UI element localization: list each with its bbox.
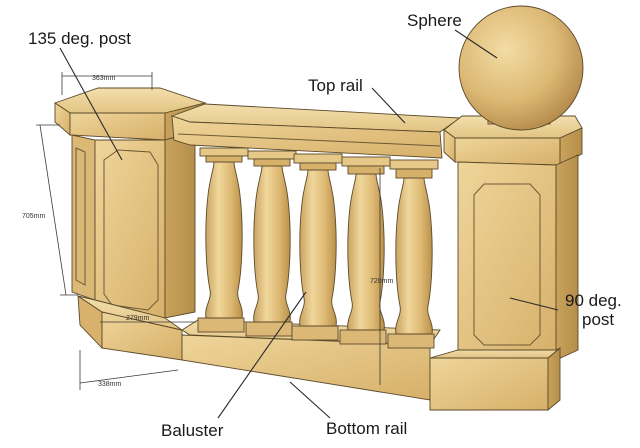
post-90-base-top [429,347,561,359]
post-90-cap-face [454,137,561,166]
baluster [245,150,297,337]
post-135-panel [103,149,159,311]
post-90-shaft-front [457,161,557,361]
label-top-rail: Top rail [308,76,363,95]
baluster [339,156,391,345]
post-135-shaft-left [71,134,96,301]
leader-top-rail [371,87,406,124]
baluster [387,159,439,349]
dimensions: 363mm 705mm 279mm 338mm 720mm [22,72,394,390]
post-90-base-side [547,347,561,411]
label-post-135: 135 deg. post [28,29,131,48]
post-90-panel [473,183,541,346]
top-rail [170,103,462,159]
post-90 [429,115,583,411]
leader-sphere [454,29,498,59]
label-baluster: Baluster [161,421,224,440]
post-135-shaft-front [94,139,166,319]
leader-bottom-rail [289,381,331,419]
sphere [458,5,584,131]
leader-baluster [217,291,307,419]
dim-top-width: 363mm [92,75,116,82]
label-post-90-line1: 90 deg. [565,291,622,310]
leader-post-90 [509,297,559,311]
label-post-90-line2: post [582,310,614,329]
dim-base-width: 338mm [98,381,122,388]
sphere-ball [458,5,584,131]
label-bottom-rail: Bottom rail [326,419,407,438]
leaders [59,29,559,419]
label-sphere: Sphere [407,11,462,30]
leader-post-135 [59,47,123,161]
balusters [197,147,439,349]
labels: 135 deg. post Sphere Top rail 90 deg. po… [28,11,622,440]
dim-inner-width: 279mm [126,315,150,322]
post-90-shaft-side [555,154,579,361]
post-135-shaft-side [164,131,196,319]
post-135-panel-left [75,147,86,286]
post-135-base-top [77,295,183,331]
dim-height: 705mm [22,213,46,220]
baluster [197,147,249,333]
post-90-base-front [429,357,549,411]
dim-rail-height: 720mm [370,278,394,285]
post-135-cap-face [69,112,166,141]
top-rail-front [171,115,443,159]
post-135 [53,87,207,361]
baluster [291,153,343,341]
